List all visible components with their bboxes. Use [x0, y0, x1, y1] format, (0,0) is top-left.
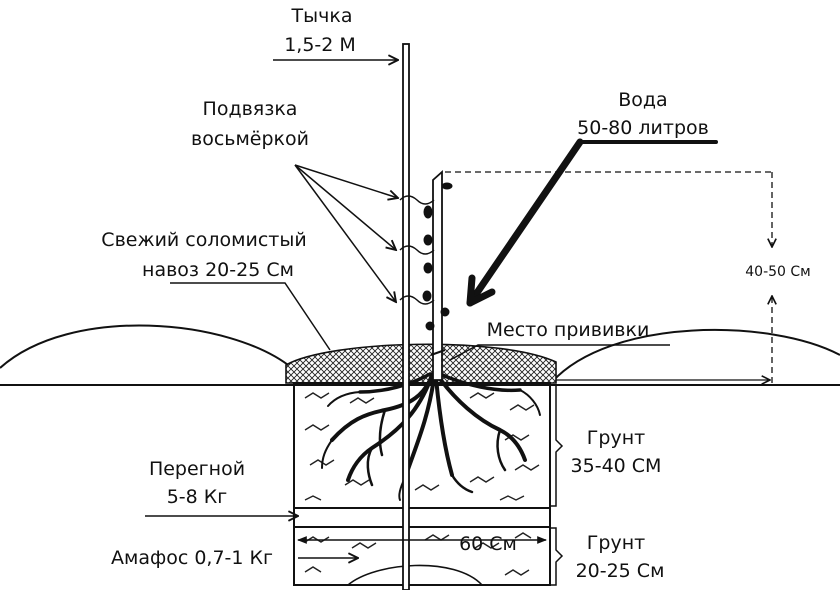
soil-texture: [304, 392, 540, 576]
tie-label-line2: восьмёркой: [191, 128, 309, 150]
manure-arrow: [170, 282, 331, 351]
height-marker-label: 40-50 См: [745, 264, 810, 280]
right-soil-mound: [551, 328, 840, 383]
support-stake: [402, 43, 410, 590]
width-marker-label: 60 См: [459, 533, 517, 555]
pit-outline: [293, 382, 551, 586]
fertilizer-mound: [347, 564, 483, 586]
water-label-line1: Вода: [618, 89, 667, 111]
water-arrow: [466, 138, 718, 307]
graft-leader: [449, 344, 670, 361]
upper-soil-label-line1: Грунт: [587, 427, 645, 449]
tie-arrow: [294, 164, 396, 250]
height-dimension: [445, 171, 772, 383]
left-soil-mound: [0, 324, 293, 369]
graft-site-label: Место прививки: [487, 319, 650, 341]
seedling-stem: [432, 169, 443, 381]
manure-label-line2: навоз 20-25 См: [142, 259, 294, 281]
leaf: [425, 321, 435, 331]
tie-arrow: [294, 164, 396, 302]
tie-arrow: [294, 164, 398, 198]
seedling-roots: [321, 372, 541, 501]
manure-layer: [285, 343, 557, 384]
leaf: [423, 205, 433, 219]
manure-label-line1: Свежий соломистый: [101, 229, 306, 251]
figure-eight-ties: [399, 195, 435, 305]
seedling: [422, 169, 453, 381]
arrows: [145, 60, 670, 558]
water-label-line2: 50-80 литров: [577, 117, 709, 139]
leaf: [423, 234, 433, 246]
stake-length: 1,5-2 М: [284, 34, 356, 56]
lower-soil-label-line2: 20-25 См: [576, 560, 665, 582]
stake-title: Тычка: [291, 5, 353, 27]
lower-soil-bracket: [550, 527, 564, 586]
humus-label-line2: 5-8 Кг: [167, 486, 228, 508]
planting-pit: [293, 382, 551, 586]
ammophos-label: Амафос 0,7-1 Кг: [111, 547, 273, 569]
leaf: [423, 262, 433, 274]
brackets: [550, 384, 564, 586]
graft-site-mark: [430, 349, 446, 356]
ground: [0, 324, 840, 386]
lower-soil-label-line1: Грунт: [587, 532, 645, 554]
tie-label-line1: Подвязка: [203, 98, 298, 120]
leaf: [441, 182, 453, 190]
upper-soil-label-line2: 35-40 СМ: [571, 455, 662, 477]
leaf: [422, 290, 432, 302]
upper-soil-bracket: [550, 384, 564, 507]
humus-label-line1: Перегной: [149, 458, 245, 480]
leaf: [440, 307, 450, 317]
